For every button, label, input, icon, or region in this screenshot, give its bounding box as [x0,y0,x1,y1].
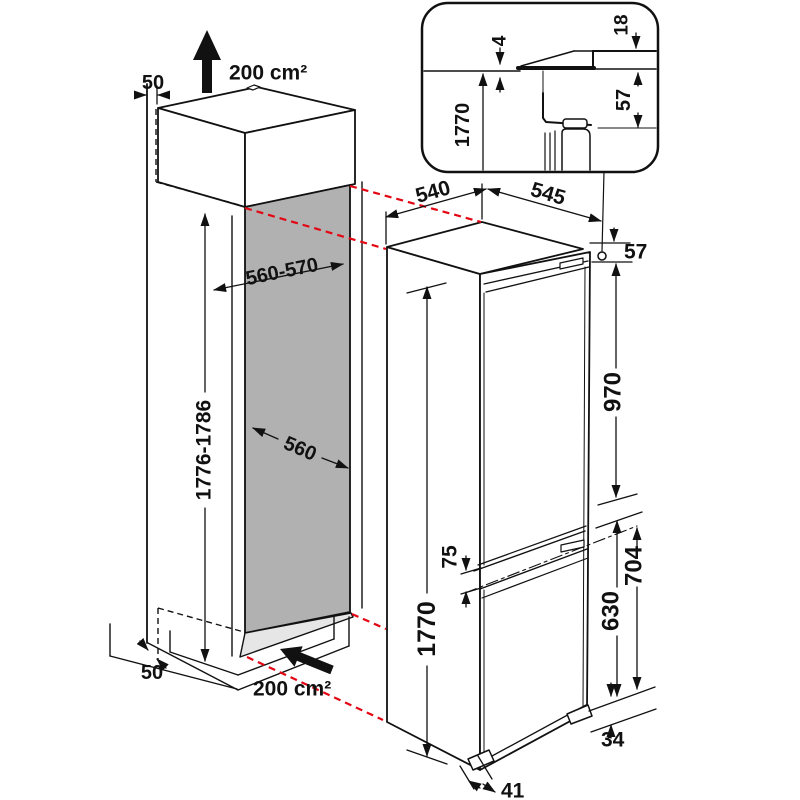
inset-detail [420,1,660,174]
label-top-vent-area: 200 cm² [229,62,307,85]
labels: 50 200 cm² 560-570 1776-1786 560 50 200 … [141,14,648,800]
dim-lower-door-height: 630 [598,591,625,631]
dim-lower-section-height: 704 [621,545,648,586]
inset-frame [420,1,660,174]
door-split-axis [464,525,638,594]
dimension-lines [133,90,657,793]
fridge-rear-foot [566,704,593,725]
dim-appliance-height: 1770 [413,601,441,657]
dim-foot-depth: 41 [501,780,525,800]
niche-back-panel [244,184,351,634]
airflow-arrows [193,30,334,675]
dim-inset-panel: 18 [612,14,633,35]
niche-drawing [109,83,363,691]
top-box-right-face [244,109,356,208]
airflow-up-arrow [193,30,221,93]
airflow-in-arrow [280,646,334,675]
upper-door-handle-recess [559,257,584,270]
dim-top-clearance: 50 [142,72,164,94]
upper-door-bottom-edge [473,530,586,572]
inset-door-section [561,128,591,171]
inset-callout-line [601,171,605,252]
dim-inset-gap: 4 [490,35,511,46]
fridge-door-face [479,251,591,771]
lower-door-handle-recess [560,539,585,553]
dim-niche-height: 1776-1786 [193,400,216,500]
dim-door-overlap: 75 [439,545,462,569]
hinge-pin [597,251,607,261]
niche-floor [239,612,354,658]
dim-inset-hinge: 57 [613,89,635,111]
inset-hinge-cam [562,118,588,129]
fridge-top-face [386,221,584,275]
dim-inset-height: 1770 [452,103,474,148]
dim-depth-without-door: 540 [413,176,453,208]
hidden-edges [155,109,245,661]
inset-wedge [520,50,575,67]
bottom-plinth [109,616,350,691]
dim-bottom-rear: 34 [601,729,625,752]
top-vent-notch [246,84,261,91]
fridge-side-face [386,246,481,771]
dim-bottom-clearance: 50 [141,662,163,684]
lower-door-top-edge [479,548,588,590]
dim-top-gap: 57 [624,241,647,264]
label-bottom-vent-area: 200 cm² [253,678,331,701]
dim-depth-with-door: 545 [528,178,568,210]
appliance-drawing [386,171,638,771]
dim-upper-door-height: 970 [600,372,627,412]
